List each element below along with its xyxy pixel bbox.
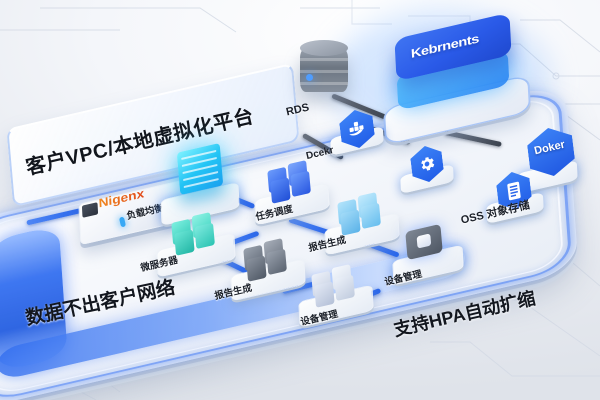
database-cylinder-top (300, 40, 348, 56)
kubernetes-cluster[interactable]: Kebrnents (382, 12, 532, 146)
document-store-badge-icon[interactable] (495, 168, 533, 214)
docker-whale-badge-icon[interactable] (338, 106, 376, 152)
gear-badge-icon[interactable] (409, 142, 445, 185)
database-status-led (306, 74, 313, 81)
rds-database[interactable] (300, 40, 348, 96)
